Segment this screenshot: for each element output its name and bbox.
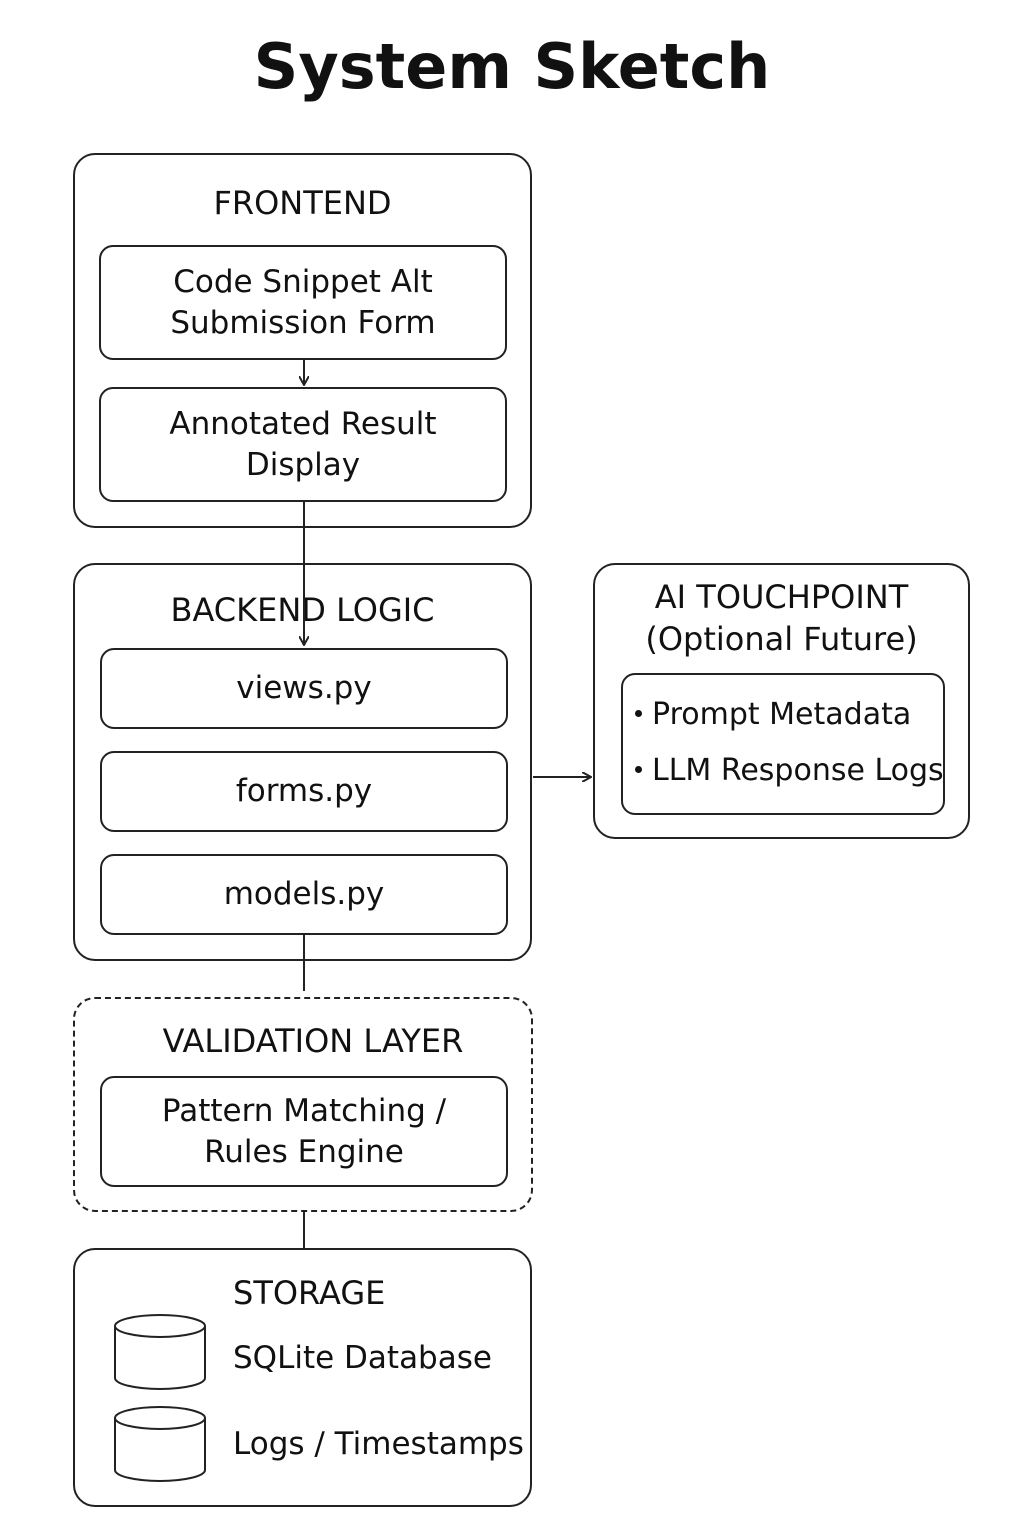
validation-label: VALIDATION LAYER — [162, 1022, 464, 1060]
ai-touchpoint-label: AI TOUCHPOINT — [654, 578, 909, 616]
storage-label: STORAGE — [233, 1274, 386, 1312]
rules-engine-text: Pattern Matching / Rules Engine — [161, 1093, 447, 1170]
storage-item-sqlite: SQLite Database — [233, 1340, 492, 1376]
result-display-box: Annotated Result Display — [99, 387, 507, 502]
models-text: models.py — [223, 876, 385, 913]
ai-touchpoint-group: AI TOUCHPOINT (Optional Future) Prompt M… — [593, 563, 970, 839]
frontend-group: FRONTEND Code Snippet Alt Submission For… — [73, 153, 532, 528]
validation-group: VALIDATION LAYER Pattern Matching / Rule… — [73, 997, 533, 1212]
storage-item-logs: Logs / Timestamps — [233, 1426, 524, 1462]
rules-engine-box: Pattern Matching / Rules Engine — [100, 1076, 508, 1187]
page-title: System Sketch — [253, 30, 771, 103]
submission-form-box: Code Snippet Alt Submission Form — [99, 245, 507, 360]
storage-group: STORAGE SQLite Database Logs / Timestamp… — [73, 1248, 532, 1507]
views-box: views.py — [100, 648, 508, 729]
models-box: models.py — [100, 854, 508, 935]
frontend-label: FRONTEND — [213, 184, 392, 222]
ai-touchpoint-sublabel: (Optional Future) — [645, 620, 918, 658]
ai-touchpoint-items-box: Prompt Metadata LLM Response Logs — [621, 673, 945, 815]
ai-item-llm-response-logs: LLM Response Logs — [635, 751, 944, 790]
submission-form-text: Code Snippet Alt Submission Form — [170, 264, 436, 341]
result-display-text: Annotated Result Display — [169, 406, 437, 483]
backend-group: BACKEND LOGIC views.py forms.py models.p… — [73, 563, 532, 961]
forms-text: forms.py — [235, 773, 373, 810]
bullet-icon — [635, 710, 642, 717]
bullet-icon — [635, 766, 642, 773]
views-text: views.py — [236, 670, 372, 707]
forms-box: forms.py — [100, 751, 508, 832]
backend-label: BACKEND LOGIC — [170, 591, 435, 629]
ai-item-prompt-metadata: Prompt Metadata — [635, 695, 911, 734]
